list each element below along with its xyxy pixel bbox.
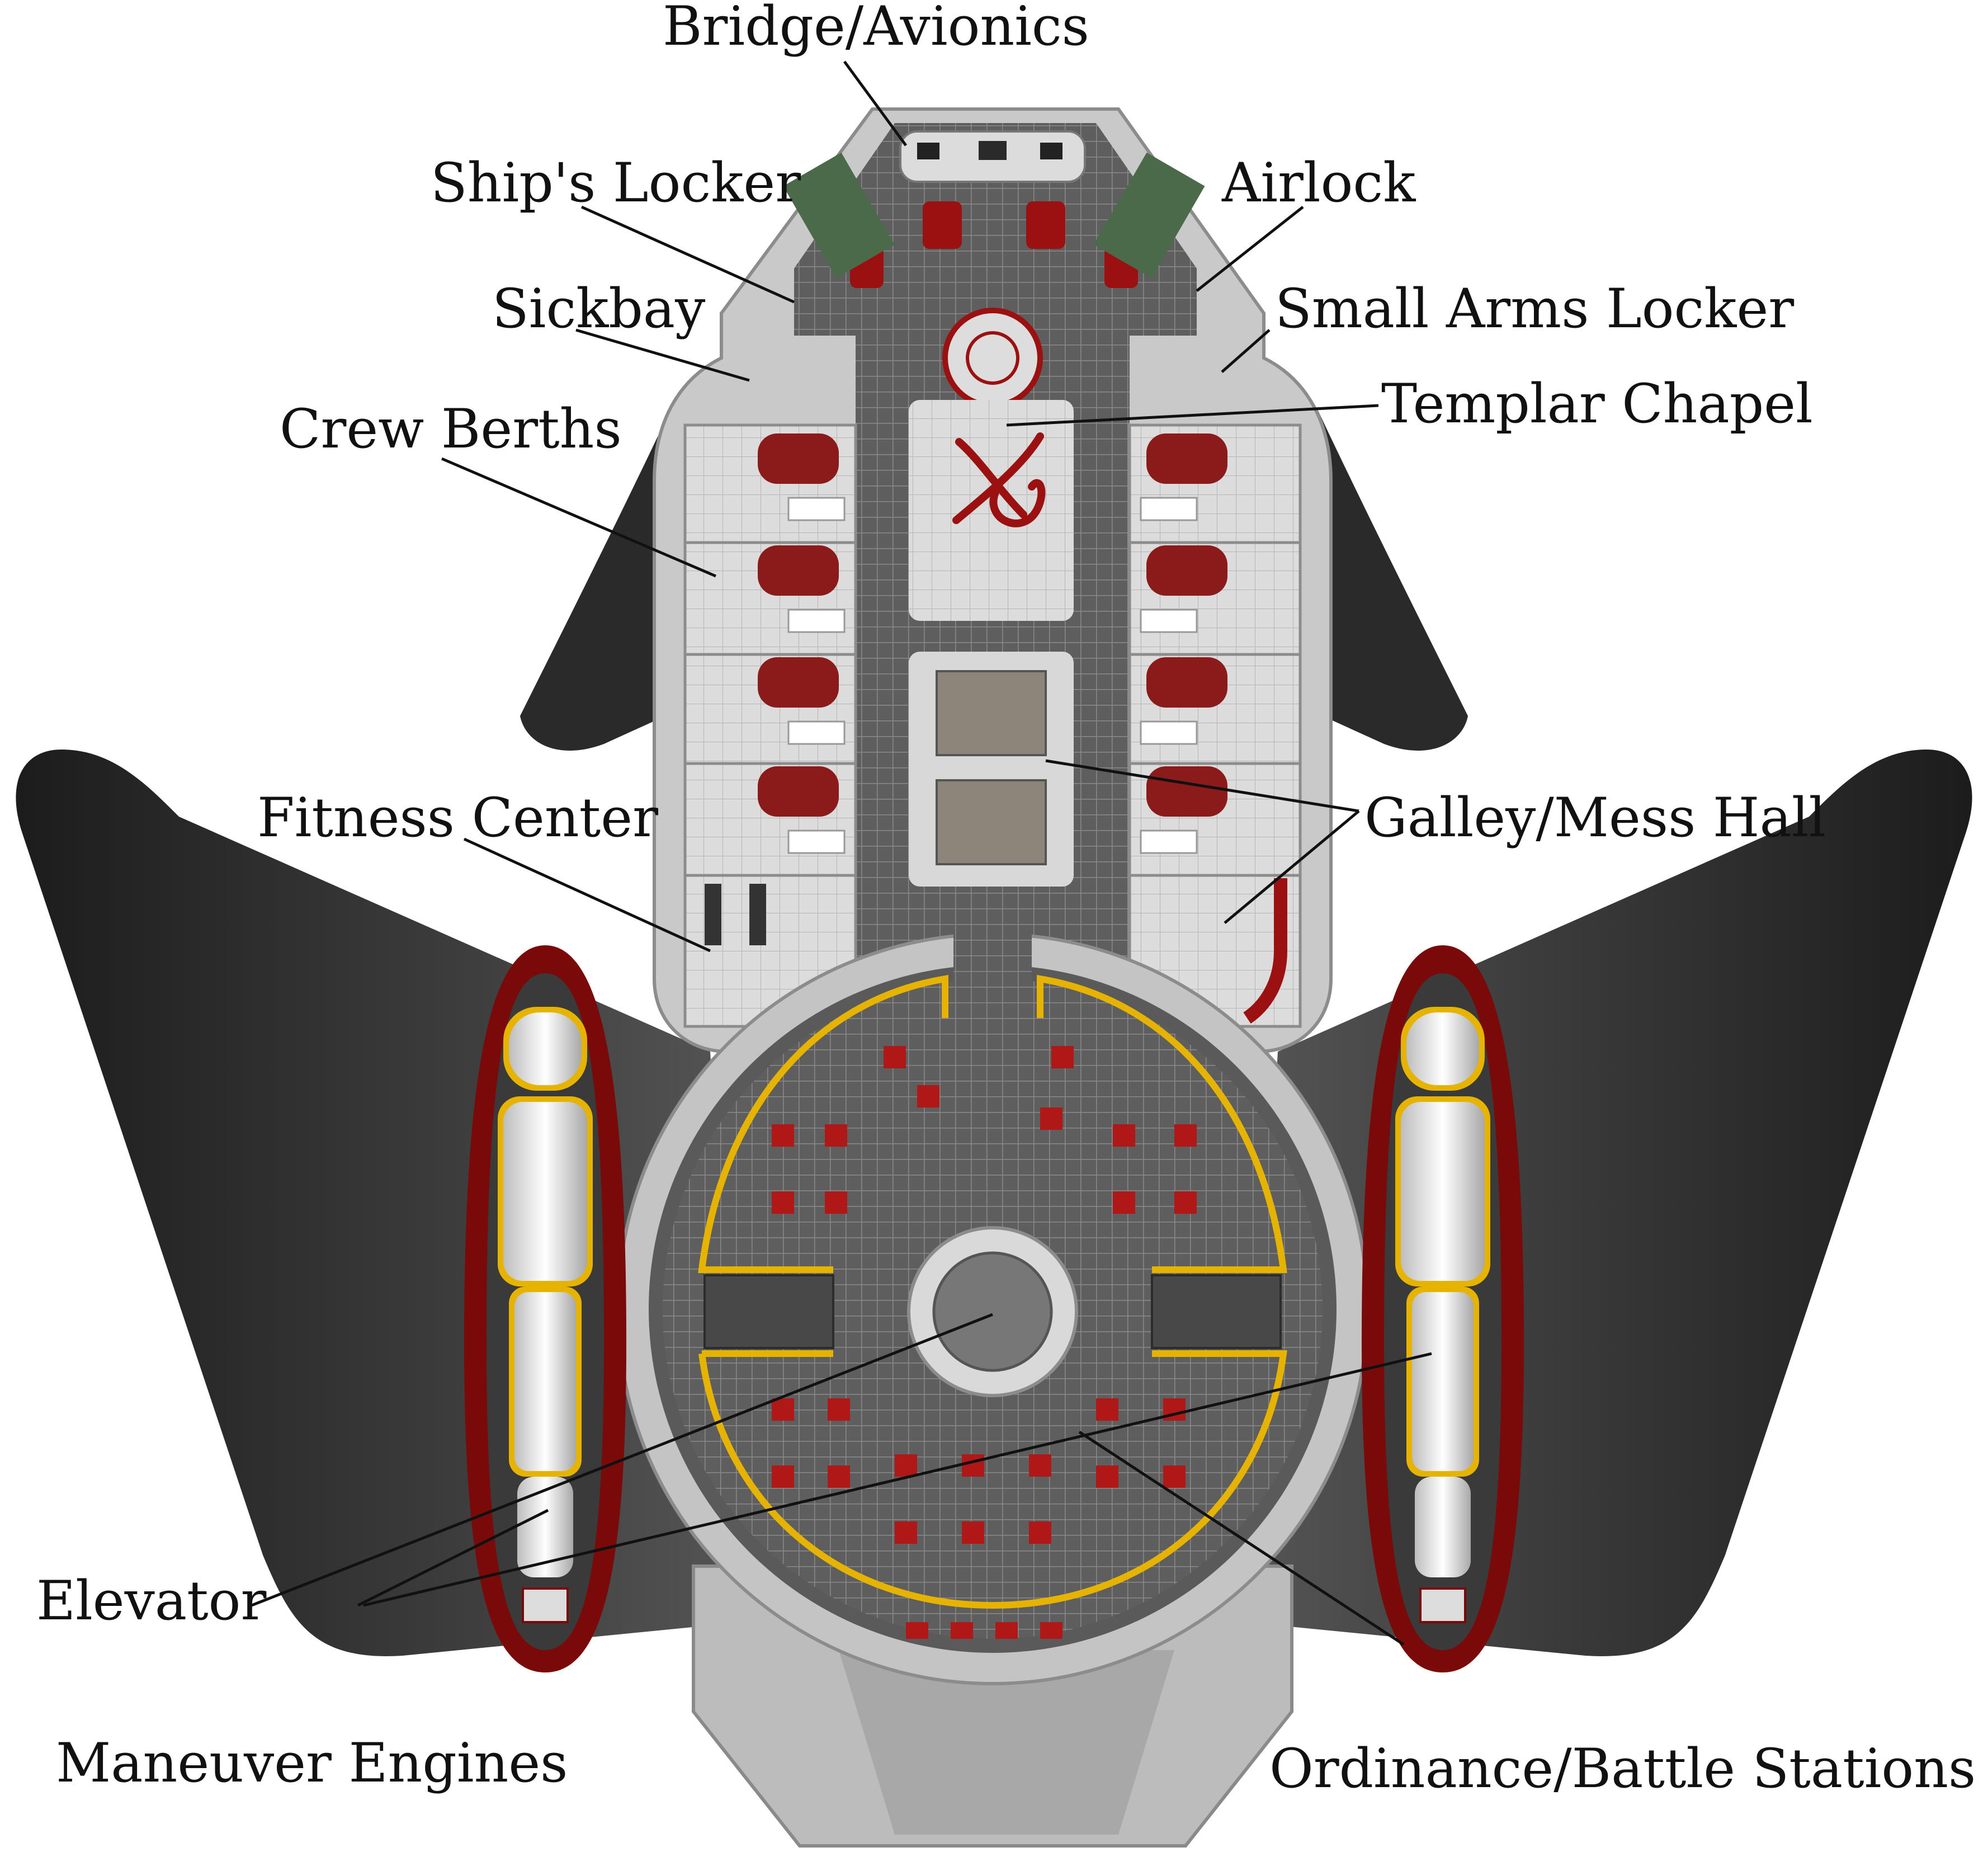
- bridge-deck: [794, 123, 1197, 336]
- label-bridge-avionics: Bridge/Avionics: [663, 0, 1089, 58]
- leader-ships-locker: [580, 205, 795, 304]
- label-elevator: Elevator: [36, 1570, 266, 1632]
- battle-station-lower-arc: [698, 1350, 1287, 1609]
- label-sickbay: Sickbay: [492, 277, 705, 340]
- fitness-machine-2: [749, 884, 766, 945]
- chapel-rosette-inner: [966, 331, 1019, 385]
- starboard-maneuver-engine: [1362, 945, 1524, 1672]
- lower-battle-seats: [772, 1398, 1186, 1639]
- starboard-aft-red-arc: [1243, 878, 1287, 1024]
- leader-airlock: [1196, 206, 1304, 292]
- leader-fitness-center: [463, 837, 711, 953]
- leader-bridge: [843, 60, 908, 147]
- battle-station-upper-arc: [698, 974, 948, 1273]
- ordinance-entry-corridor: [953, 929, 1032, 1029]
- battle-station-upper-arc-r: [1037, 974, 1287, 1273]
- galley-table-2: [936, 779, 1047, 865]
- bridge-side-console-starboard: [1093, 152, 1205, 279]
- bridge-side-console-port: [783, 152, 895, 279]
- port-crew-berths: [683, 423, 857, 877]
- bridge-screen-2: [979, 141, 1007, 160]
- starboard-fin: [1317, 408, 1468, 751]
- label-airlock: Airlock: [1221, 152, 1416, 214]
- upper-battle-seats: [772, 1046, 1197, 1214]
- elevator-car: [932, 1251, 1053, 1372]
- leader-crew-berths: [441, 457, 716, 578]
- starboard-crew-berths: [1128, 423, 1302, 877]
- port-fin: [520, 408, 671, 751]
- leader-galley-2: [1224, 810, 1360, 924]
- port-ramp: [703, 1274, 834, 1349]
- templar-symbol: [952, 432, 1046, 527]
- label-fitness-center: Fitness Center: [257, 786, 658, 849]
- leader-sickbay: [575, 328, 750, 382]
- leader-elevator: [251, 1313, 993, 1607]
- label-small-arms-locker: Small Arms Locker: [1275, 277, 1794, 340]
- label-maneuver-engines: Maneuver Engines: [56, 1732, 568, 1794]
- label-galley-mess-hall: Galley/Mess Hall: [1364, 786, 1826, 849]
- label-crew-berths: Crew Berths: [280, 398, 622, 460]
- fitness-machine-1: [705, 884, 721, 945]
- leader-engine-starboard: [363, 1352, 1432, 1607]
- bridge-seat-2: [1026, 201, 1065, 249]
- label-ordinance-battle-stations: Ordinance/Battle Stations: [1269, 1737, 1976, 1800]
- leader-small-arms: [1221, 329, 1271, 373]
- leader-lines: [251, 60, 1432, 1646]
- starboard-ramp: [1151, 1274, 1282, 1349]
- leader-ordinance: [1078, 1430, 1405, 1646]
- port-maneuver-engine: [464, 945, 626, 1672]
- bridge-screen-3: [1040, 143, 1063, 159]
- label-ships-locker: Ship's Locker: [431, 152, 801, 214]
- aft-hull-shadow: [839, 1650, 1174, 1835]
- label-templar-chapel: Templar Chapel: [1381, 373, 1813, 435]
- chapel-rosette: [942, 308, 1043, 408]
- leader-templar-chapel: [1006, 404, 1379, 427]
- leader-engine-port: [357, 1509, 549, 1607]
- bridge-screen-1: [917, 143, 939, 159]
- bridge-seat-1: [923, 201, 962, 249]
- leader-galley-1: [1045, 759, 1359, 813]
- galley-table-1: [936, 670, 1047, 756]
